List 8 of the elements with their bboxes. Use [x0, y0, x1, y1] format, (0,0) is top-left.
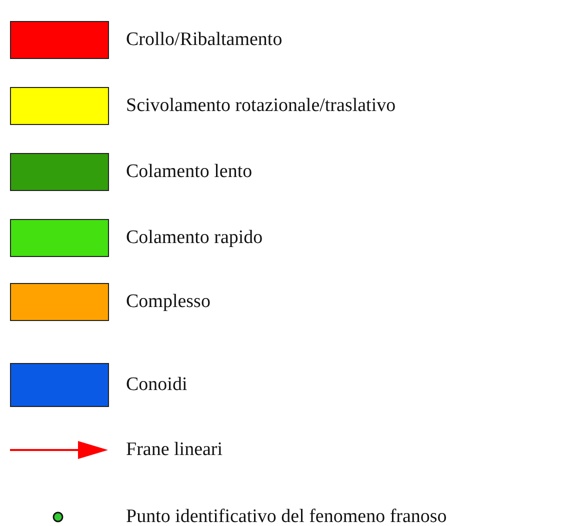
- legend-label: Scivolamento rotazionale/traslativo: [126, 94, 396, 118]
- legend-label: Frane lineari: [126, 438, 223, 462]
- legend-label: Colamento lento: [126, 160, 252, 184]
- legend-label: Crollo/Ribaltamento: [126, 28, 282, 52]
- legend-label: Conoidi: [126, 373, 188, 397]
- legend-label: Colamento rapido: [126, 226, 263, 250]
- legend-label: Complesso: [126, 290, 210, 314]
- legend-label: Punto identificativo del fenomeno franoso: [126, 505, 447, 526]
